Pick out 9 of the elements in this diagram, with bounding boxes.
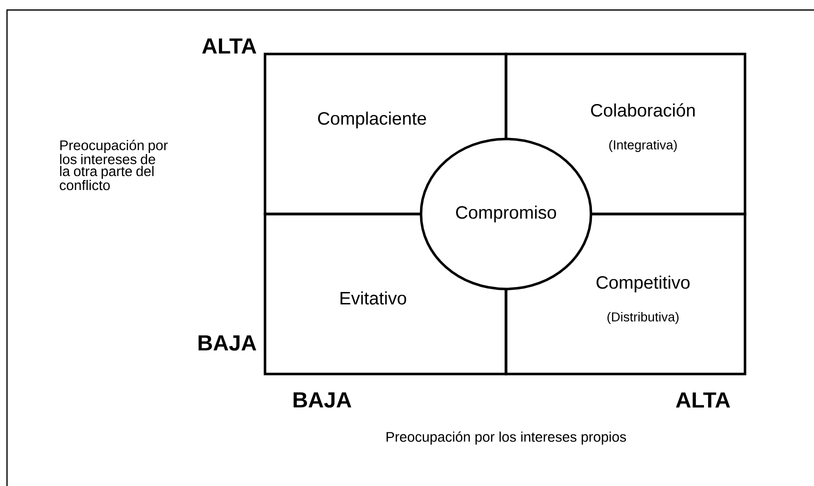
quadrant-title: Evitativo [340, 291, 406, 305]
axis-title: Preocupación por los intereses de la otra parte del conflicto [60, 140, 168, 190]
quadrant-subtitle: (Integrativa) [609, 140, 677, 152]
quadrant-title: Colaboración [591, 103, 695, 117]
quadrant-title: Competitivo [596, 276, 690, 292]
quadrant-title: Complaciente [318, 112, 426, 128]
axis-title: Preocupación por los intereses propios [386, 431, 626, 445]
quadrant-subtitle: (Distributiva) [607, 312, 679, 324]
axis-level-label: ALTA [202, 38, 256, 54]
